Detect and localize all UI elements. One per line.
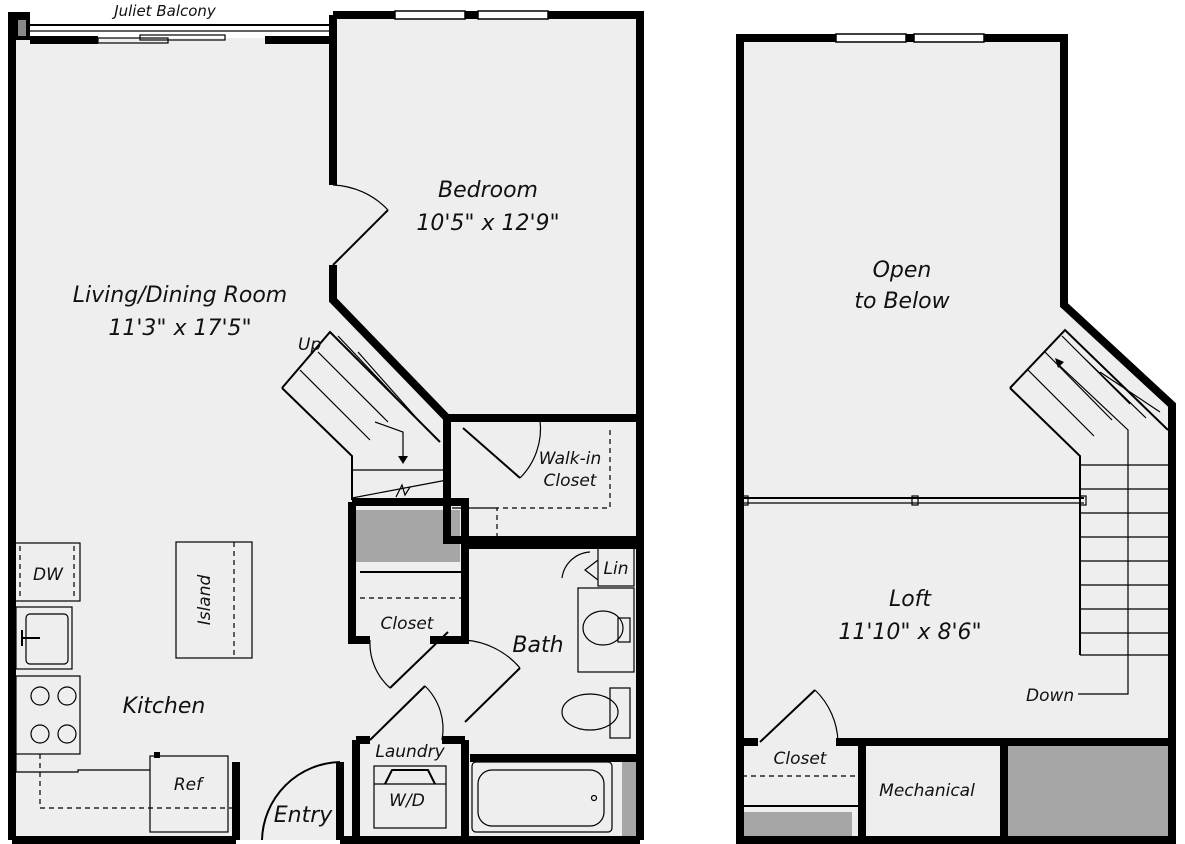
closet-label: Closet [381, 614, 435, 634]
shaft [1004, 742, 1170, 836]
open-to-below-label: Open [873, 258, 932, 283]
refrigerator-label: Ref [174, 775, 205, 795]
living-room-size: 11'3" x 17'5" [108, 316, 251, 341]
entry-label: Entry [274, 803, 334, 828]
lower-level [8, 10, 644, 844]
washer-dryer-label: W/D [389, 791, 425, 811]
bedroom-size: 10'5" x 12'9" [416, 211, 559, 236]
open-to-below-label-2: to Below [854, 289, 950, 314]
stairs-up-label: Up [298, 335, 321, 355]
bath-label: Bath [512, 633, 563, 658]
stairs-down [1009, 328, 1169, 695]
mechanical-label: Mechanical [879, 781, 975, 801]
laundry-label: Laundry [375, 742, 445, 762]
stairs-up [281, 330, 448, 500]
upper-closet-label: Closet [774, 749, 828, 769]
linen-label: Lin [604, 559, 629, 579]
loft-size: 11'10" x 8'6" [838, 620, 981, 645]
island-label: Island [195, 575, 215, 626]
walkin-closet-label: Walk-in [539, 449, 602, 469]
walkin-closet-label-2: Closet [544, 471, 598, 491]
upper-level [736, 33, 1176, 844]
bedroom-label: Bedroom [438, 178, 538, 203]
dishwasher-label: DW [33, 565, 64, 585]
stairs-down-label: Down [1026, 686, 1074, 706]
living-room-label: Living/Dining Room [73, 283, 287, 308]
kitchen-label: Kitchen [123, 694, 206, 719]
loft-label: Loft [889, 587, 932, 612]
shaft [356, 510, 460, 562]
juliet-balcony-label: Juliet Balcony [111, 2, 217, 20]
